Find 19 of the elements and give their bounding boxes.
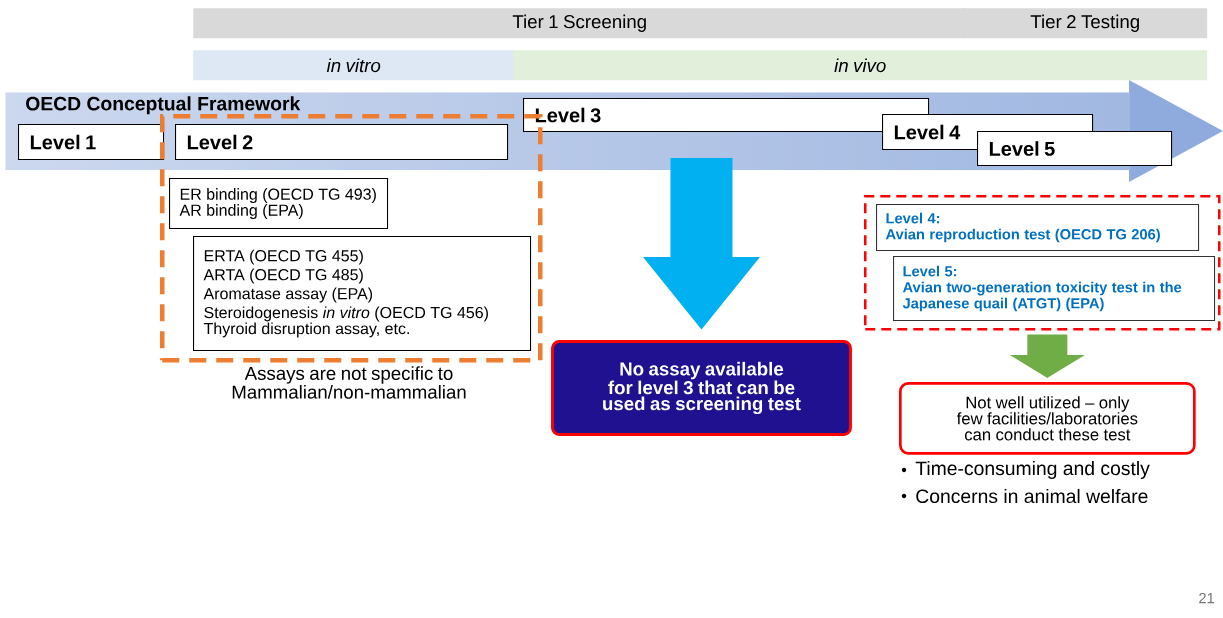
tier-band: Tier 2 Testing bbox=[963, 8, 1208, 39]
phase-band: in vivo bbox=[513, 50, 1208, 81]
node-label: Tier 2 Testing bbox=[1030, 14, 1139, 32]
assay-box: ERTA (OECD TG 455) ARTA (OECD TG 485) Aromatase assay (EPA) Steroidogenesis in vitro (OECD TG 456) Thyroid disruption assay, etc. bbox=[193, 236, 532, 352]
test-box: Level 4: Avian reproduction test (OECD TG 206) bbox=[876, 204, 1200, 252]
bullet-item: Time-consuming and costly bbox=[901, 461, 1150, 479]
note-box: Not well utilized – only few facilities/laboratories can conduct these test bbox=[899, 382, 1196, 455]
node-label: Tier 1 Screening bbox=[512, 14, 646, 32]
level-box: Level 5 bbox=[977, 131, 1173, 167]
caption-text: Assays are not specific to Mammalian/non-mammalian bbox=[232, 366, 466, 399]
level-box: Level 1 bbox=[18, 124, 165, 161]
test-box: Level 5: Avian two-generation toxicity test in the Japanese quail (ATGT) (EPA) bbox=[893, 256, 1216, 322]
page-number: 21 bbox=[1199, 592, 1215, 604]
dashed-box bbox=[864, 195, 1221, 331]
level-box: Level 2 bbox=[175, 124, 509, 161]
bullet-item: Concerns in animal welfare bbox=[901, 488, 1148, 504]
callout-box: No assay available for level 3 that can be used as screening test bbox=[551, 340, 852, 436]
phase-band: in vitro bbox=[193, 50, 515, 81]
assay-box: ER binding (OECD TG 493) AR binding (EPA) bbox=[169, 178, 389, 230]
